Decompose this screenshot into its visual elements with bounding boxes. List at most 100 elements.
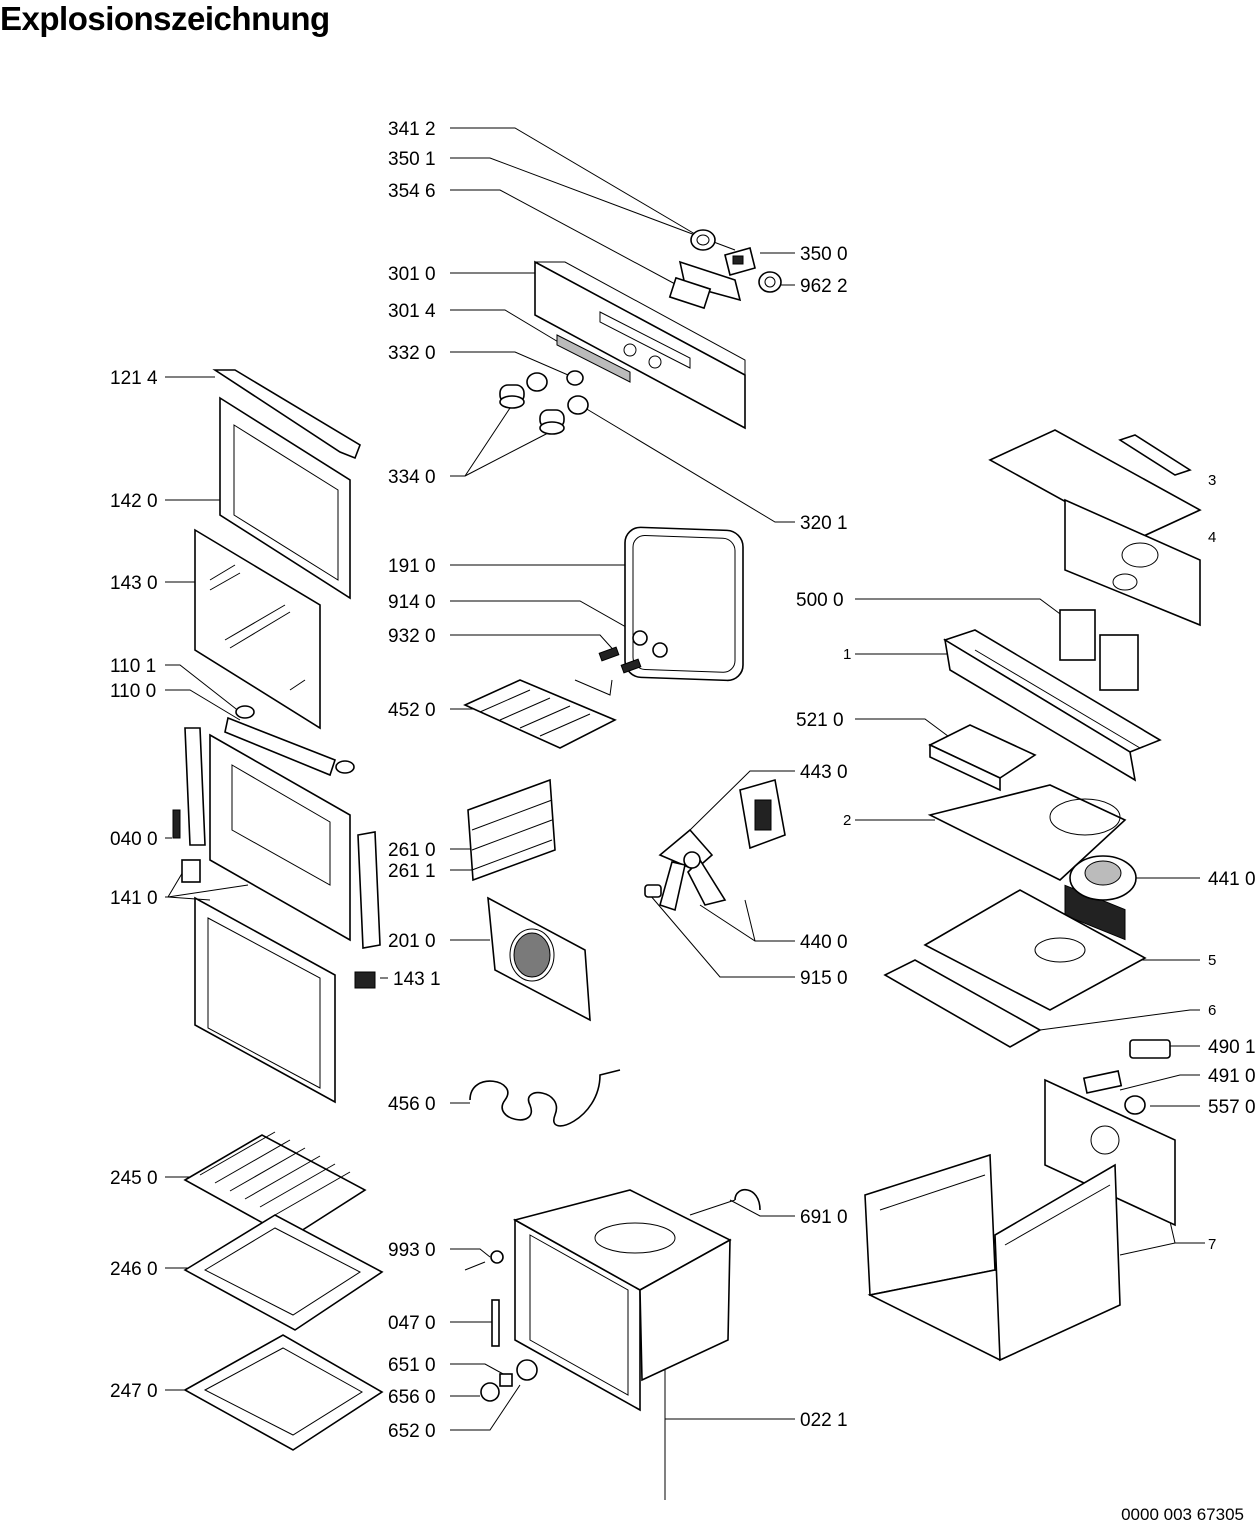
label-3: 3 xyxy=(1208,472,1216,489)
side-rail xyxy=(467,778,556,882)
label-521-0: 521 0 xyxy=(796,710,844,731)
terminal-491 xyxy=(1082,1070,1123,1094)
label-456-0: 456 0 xyxy=(388,1094,436,1115)
control-panel xyxy=(534,260,746,430)
label-261-0: 261 0 xyxy=(388,840,436,861)
switch-490 xyxy=(1129,1039,1171,1059)
label-5: 5 xyxy=(1208,952,1216,969)
cooling-fan xyxy=(1069,855,1137,901)
grill-element-top xyxy=(463,679,617,749)
top-cover xyxy=(988,429,1202,941)
label-932-0: 932 0 xyxy=(388,626,436,647)
screws xyxy=(598,630,668,674)
label-914-0: 914 0 xyxy=(388,592,436,613)
vertical-bar xyxy=(491,1299,500,1347)
label-4: 4 xyxy=(1208,529,1216,546)
label-490-1: 490 1 xyxy=(1208,1037,1256,1058)
temperature-sensor xyxy=(689,1188,761,1216)
switch-module xyxy=(724,247,756,276)
control-board xyxy=(928,724,1037,792)
door-hinge-left xyxy=(172,727,206,883)
side-panel-rear xyxy=(1044,1078,1176,1227)
front-trim xyxy=(883,959,1042,1048)
label-2: 2 xyxy=(843,812,851,829)
label-142-0: 142 0 xyxy=(110,491,158,512)
label-691-0: 691 0 xyxy=(800,1207,848,1228)
label-143-1: 143 1 xyxy=(393,969,441,990)
control-knob-cap xyxy=(690,229,716,251)
label-452-0: 452 0 xyxy=(388,700,436,721)
door-inner-panel xyxy=(194,896,336,1104)
door-top-strip xyxy=(212,369,361,460)
label-440-0: 440 0 xyxy=(800,932,848,953)
mount-screw-and-nut xyxy=(464,1250,504,1271)
front-duct xyxy=(943,629,1162,782)
label-121-4: 121 4 xyxy=(110,368,158,389)
label-141-0: 141 0 xyxy=(110,888,158,909)
label-022-1: 022 1 xyxy=(800,1410,848,1431)
door-hinge-right xyxy=(354,831,381,989)
page-title: Explosionszeichnung xyxy=(0,0,330,37)
label-332-0: 332 0 xyxy=(388,343,436,364)
label-441-0: 441 0 xyxy=(1208,869,1256,890)
baking-tray xyxy=(183,1214,384,1331)
label-040-0: 040 0 xyxy=(110,829,158,850)
door-glass-pane xyxy=(194,528,321,730)
label-143-0: 143 0 xyxy=(110,573,158,594)
door-seal xyxy=(624,526,744,682)
oven-cavity xyxy=(512,1189,732,1412)
label-341-2: 341 2 xyxy=(388,119,436,140)
rear-panel xyxy=(1064,498,1201,627)
thermostat-557 xyxy=(1124,1095,1146,1115)
label-110-1: 110 1 xyxy=(110,656,156,677)
label-334-0: 334 0 xyxy=(388,467,436,488)
label-491-0: 491 0 xyxy=(1208,1066,1256,1087)
air-guide xyxy=(927,784,1127,881)
label-6: 6 xyxy=(1208,1002,1216,1019)
label-500-0: 500 0 xyxy=(796,590,844,611)
wire-shelf xyxy=(183,1131,367,1239)
label-246-0: 246 0 xyxy=(110,1259,158,1280)
label-301-0: 301 0 xyxy=(388,264,436,285)
label-245-0: 245 0 xyxy=(110,1168,158,1189)
part-labels: 341 2 350 1 354 6 350 0 962 2 301 0 301 … xyxy=(110,119,1256,1442)
bottom-heating-element xyxy=(469,1069,621,1127)
label-354-6: 354 6 xyxy=(388,181,436,202)
lamp-socket xyxy=(480,1359,538,1402)
door-outer-frame xyxy=(209,733,351,942)
bottom-plate xyxy=(923,889,1147,1011)
label-557-0: 557 0 xyxy=(1208,1097,1256,1118)
document-code: 0000 003 67305 xyxy=(1121,1505,1244,1524)
indicator-lens xyxy=(758,271,782,293)
label-7: 7 xyxy=(1208,1236,1216,1253)
label-261-1: 261 1 xyxy=(388,861,436,882)
drip-tray xyxy=(183,1334,384,1451)
fan-motor xyxy=(739,778,786,850)
label-047-0: 047 0 xyxy=(388,1313,436,1334)
label-191-0: 191 0 xyxy=(388,556,436,577)
label-652-0: 652 0 xyxy=(388,1421,436,1442)
label-350-0: 350 0 xyxy=(800,244,848,265)
label-915-0: 915 0 xyxy=(800,968,848,989)
label-1: 1 xyxy=(843,646,851,663)
fan-wheel xyxy=(644,828,727,912)
label-301-4: 301 4 xyxy=(388,301,436,322)
relay-module xyxy=(1059,609,1139,691)
label-651-0: 651 0 xyxy=(388,1355,436,1376)
label-993-0: 993 0 xyxy=(388,1240,436,1261)
label-320-1: 320 1 xyxy=(800,513,848,534)
label-247-0: 247 0 xyxy=(110,1381,158,1402)
display-module xyxy=(668,260,742,310)
door-inner-glass-frame xyxy=(219,396,351,600)
label-201-0: 201 0 xyxy=(388,931,436,952)
leader-lines xyxy=(165,127,1205,1500)
label-656-0: 656 0 xyxy=(388,1387,436,1408)
label-962-2: 962 2 xyxy=(800,276,848,297)
label-443-0: 443 0 xyxy=(800,762,848,783)
label-350-1: 350 1 xyxy=(388,149,436,170)
housing-frame xyxy=(864,1153,1121,1362)
door-handle xyxy=(224,705,355,777)
knobs xyxy=(499,370,589,435)
fan-cover xyxy=(487,896,591,1022)
